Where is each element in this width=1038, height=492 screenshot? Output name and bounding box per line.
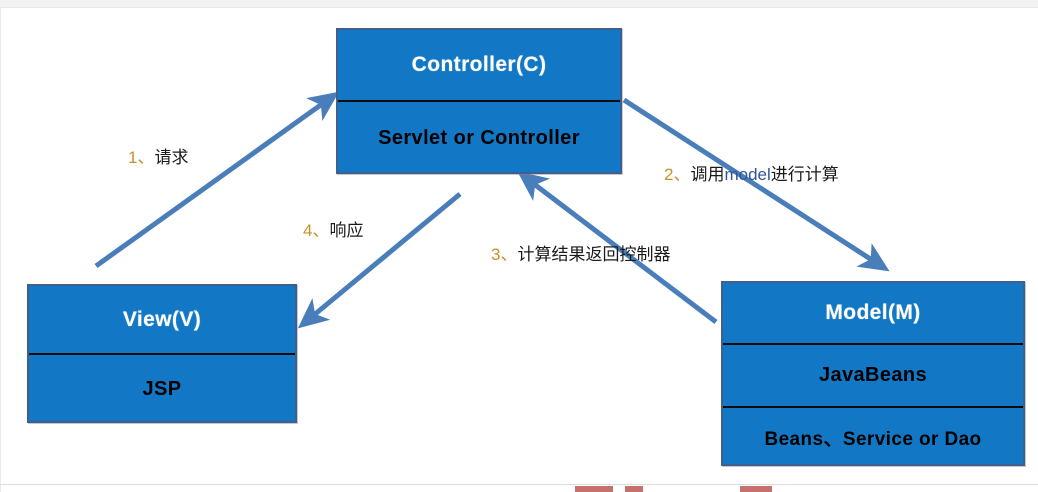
crop-mark-left xyxy=(575,486,613,492)
arrow-2-text: 调用 xyxy=(690,165,725,184)
arrow-4-number: 4、 xyxy=(303,221,330,240)
arrow-4-label: 4、响应 xyxy=(303,216,363,241)
crop-mark-middle xyxy=(625,486,643,492)
top-gray-band xyxy=(0,0,1038,8)
controller-box-title: Controller(C) xyxy=(411,53,547,76)
arrow-1-request xyxy=(94,91,340,269)
model-box-detail-javabeans: JavaBeans xyxy=(723,343,1023,406)
crop-mark-right xyxy=(740,486,772,492)
controller-box[interactable]: Controller(C) Servlet or Controller xyxy=(336,28,622,174)
arrow-3-text: 计算结果返回控制器 xyxy=(517,245,671,264)
arrow-2-tail: 进行计算 xyxy=(770,165,839,184)
arrow-3-label: 3、计算结果返回控制器 xyxy=(491,240,670,265)
model-box-detail-beans-service-dao: Beans、Service or Dao xyxy=(723,406,1023,466)
arrow-1-number: 1、 xyxy=(128,148,155,167)
left-edge-rule xyxy=(0,7,1,492)
view-box-title: View(V) xyxy=(122,307,202,331)
arrow-4-response xyxy=(297,192,462,329)
arrow-2-number: 2、 xyxy=(664,165,691,184)
view-box[interactable]: View(V) JSP xyxy=(27,284,297,423)
arrow-4-text: 响应 xyxy=(329,221,364,240)
model-box-title: Model(M) xyxy=(825,301,921,324)
bottom-edge-rule xyxy=(0,484,1038,485)
arrow-2-latin: model xyxy=(724,165,771,184)
controller-box-detail: Servlet or Controller xyxy=(338,100,620,174)
arrow-2-label: 2、调用model进行计算 xyxy=(664,160,839,185)
arrow-1-label: 1、请求 xyxy=(128,143,188,168)
arrow-1-text: 请求 xyxy=(154,148,189,167)
arrow-3-number: 3、 xyxy=(491,245,518,264)
view-box-detail: JSP xyxy=(29,353,295,423)
model-box[interactable]: Model(M) JavaBeans Beans、Service or Dao xyxy=(721,281,1025,466)
